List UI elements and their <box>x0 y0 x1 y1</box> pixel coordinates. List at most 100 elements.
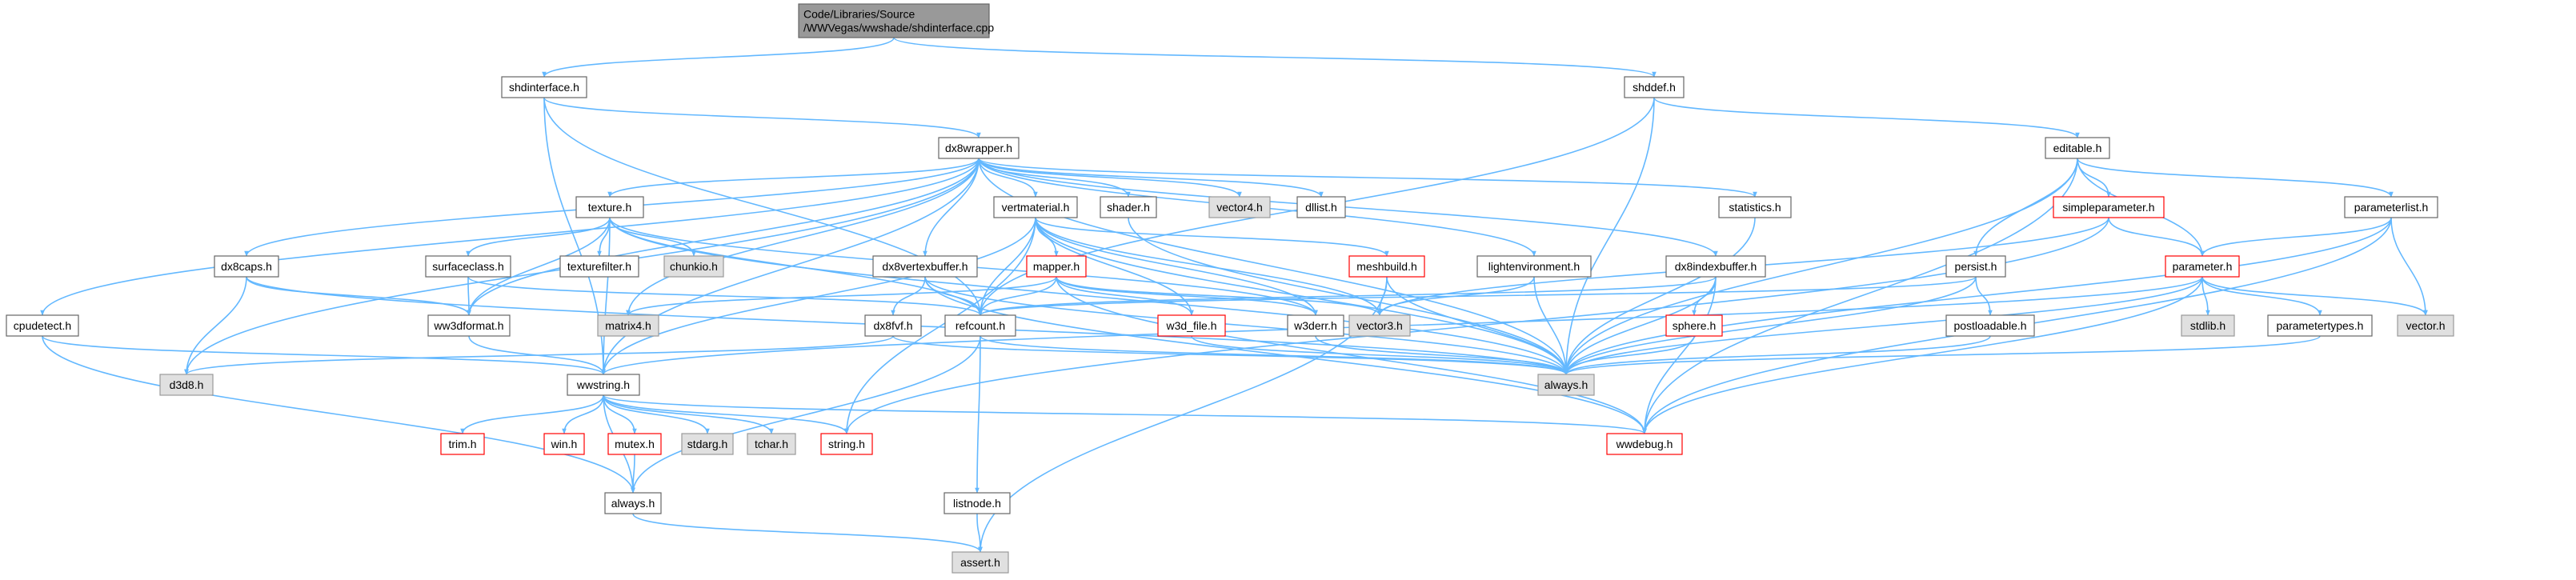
node-box <box>2267 314 2373 337</box>
node-label: dx8vertexbuffer.h <box>882 260 968 273</box>
node-wwdebug[interactable]: wwdebug.h <box>1606 433 1683 455</box>
node-dx8wrapper[interactable]: dx8wrapper.h <box>938 137 1020 159</box>
node-trim[interactable]: trim.h <box>440 433 485 455</box>
node-label: dllist.h <box>1305 201 1337 214</box>
edge-wwstring-to-win <box>562 394 604 434</box>
node-vector[interactable]: vector.h <box>2397 314 2454 337</box>
node-shader[interactable]: shader.h <box>1100 196 1157 218</box>
node-always[interactable]: always.h <box>1537 374 1595 396</box>
node-texture[interactable]: texture.h <box>575 196 644 218</box>
node-parameter[interactable]: parameter.h <box>2165 255 2240 278</box>
node-postloadable[interactable]: postloadable.h <box>1945 314 2035 337</box>
node-tchar[interactable]: tchar.h <box>747 433 796 455</box>
node-w3d-file[interactable]: w3d_file.h <box>1157 314 1226 337</box>
node-box <box>604 492 662 514</box>
edge-dx8indexbuffer-to-always <box>1564 276 1717 375</box>
node-listnode[interactable]: listnode.h <box>943 492 1011 514</box>
node-d3d8[interactable]: d3d8.h <box>159 374 214 396</box>
node-simpleparameter[interactable]: simpleparameter.h <box>2053 196 2165 218</box>
node-box <box>747 433 796 455</box>
node-parameterlist[interactable]: parameterlist.h <box>2344 196 2438 218</box>
node-win[interactable]: win.h <box>543 433 585 455</box>
edge-parameter-to-stdlib <box>2201 276 2210 316</box>
node-meshbuild[interactable]: meshbuild.h <box>1348 255 1425 278</box>
edge-mapper-to-vector3 <box>1056 276 1382 316</box>
node-label: w3derr.h <box>1293 319 1337 332</box>
node-vector3[interactable]: vector3.h <box>1348 314 1411 337</box>
node-label: matrix4.h <box>605 319 651 332</box>
node-assert[interactable]: assert.h <box>951 551 1009 574</box>
node-vector4[interactable]: vector4.h <box>1208 196 1271 218</box>
node-mapper[interactable]: mapper.h <box>1026 255 1087 278</box>
node-label: shdinterface.h <box>509 81 579 94</box>
edge-parameter-to-always <box>1564 276 2203 375</box>
node-label: trim.h <box>449 438 477 450</box>
edge-dx8wrapper-to-dx8indexbuffer <box>978 158 1718 257</box>
node-dx8caps[interactable]: dx8caps.h <box>214 255 279 278</box>
node-label: w3d_file.h <box>1165 319 1216 332</box>
node-shdinterface[interactable]: shdinterface.h <box>501 76 587 98</box>
node-box <box>1208 196 1271 218</box>
node-texturefilter[interactable]: texturefilter.h <box>559 255 639 278</box>
node-vertmaterial[interactable]: vertmaterial.h <box>993 196 1078 218</box>
node-dx8vertexbuffer[interactable]: dx8vertexbuffer.h <box>872 255 978 278</box>
node-w3derr[interactable]: w3derr.h <box>1287 314 1344 337</box>
edge-wwstring-to-tchar <box>603 394 774 434</box>
node-box <box>938 137 1020 159</box>
node-label: mapper.h <box>1033 260 1080 273</box>
node-string[interactable]: string.h <box>820 433 873 455</box>
node-refcount[interactable]: refcount.h <box>944 314 1016 337</box>
node-stdlib[interactable]: stdlib.h <box>2181 314 2235 337</box>
node-chunkio[interactable]: chunkio.h <box>663 255 724 278</box>
node-label: surfaceclass.h <box>432 260 503 273</box>
edge-parameter-to-parametertypes <box>2201 276 2322 316</box>
node-box <box>543 433 585 455</box>
node-surfaceclass[interactable]: surfaceclass.h <box>425 255 511 278</box>
edge-texture-to-surfaceclass <box>466 217 611 257</box>
node-box <box>1665 255 1766 278</box>
edge-dx8wrapper-to-matrix4 <box>626 158 980 316</box>
node-stdarg[interactable]: stdarg.h <box>681 433 734 455</box>
node-label: statistics.h <box>1729 201 1781 214</box>
node-ww3dformat[interactable]: ww3dformat.h <box>427 314 511 337</box>
node-box <box>2053 196 2165 218</box>
node-label: tchar.h <box>755 438 788 450</box>
node-label: texture.h <box>588 201 631 214</box>
edge-layer <box>40 37 2428 553</box>
node-dx8fvf[interactable]: dx8fvf.h <box>864 314 922 337</box>
node-shddef[interactable]: shddef.h <box>1624 76 1685 98</box>
node-box <box>607 433 662 455</box>
node-mutex[interactable]: mutex.h <box>607 433 662 455</box>
node-label: wwstring.h <box>576 378 630 391</box>
node-always-lc[interactable]: always.h <box>604 492 662 514</box>
node-box <box>1348 314 1411 337</box>
edge-statistics-to-always <box>1564 217 1756 375</box>
node-wwstring[interactable]: wwstring.h <box>567 374 640 396</box>
node-dx8indexbuffer[interactable]: dx8indexbuffer.h <box>1665 255 1766 278</box>
node-label: stdlib.h <box>2190 319 2225 332</box>
edge-always-lc-to-assert <box>632 513 983 553</box>
node-persist[interactable]: persist.h <box>1945 255 2006 278</box>
node-box <box>1945 255 2006 278</box>
node-parametertypes[interactable]: parametertypes.h <box>2267 314 2373 337</box>
edge-lightenvironment-to-always <box>1533 276 1568 375</box>
edge-mutex-to-always-lc <box>631 454 635 494</box>
node-matrix4[interactable]: matrix4.h <box>597 314 659 337</box>
node-box <box>1624 76 1685 98</box>
node-cpudetect[interactable]: cpudetect.h <box>6 314 79 337</box>
edge-dx8caps-to-ww3dformat <box>246 276 471 316</box>
node-box <box>567 374 640 396</box>
node-lightenvironment[interactable]: lightenvironment.h <box>1476 255 1592 278</box>
node-label: mutex.h <box>615 438 655 450</box>
node-root[interactable]: Code/Libraries/Source/WWVegas/wwshade/sh… <box>798 3 994 38</box>
node-statistics[interactable]: statistics.h <box>1718 196 1792 218</box>
node-box <box>951 551 1009 574</box>
edge-dx8wrapper-to-cpudetect <box>40 158 980 316</box>
node-dllist[interactable]: dllist.h <box>1296 196 1346 218</box>
node-editable[interactable]: editable.h <box>2045 137 2110 159</box>
edge-parameterlist-to-vector <box>2390 217 2428 316</box>
node-sphere[interactable]: sphere.h <box>1665 314 1723 337</box>
edge-parameterlist-to-parameter <box>2200 217 2392 257</box>
node-label: wwdebug.h <box>1616 438 1673 450</box>
node-box <box>663 255 724 278</box>
